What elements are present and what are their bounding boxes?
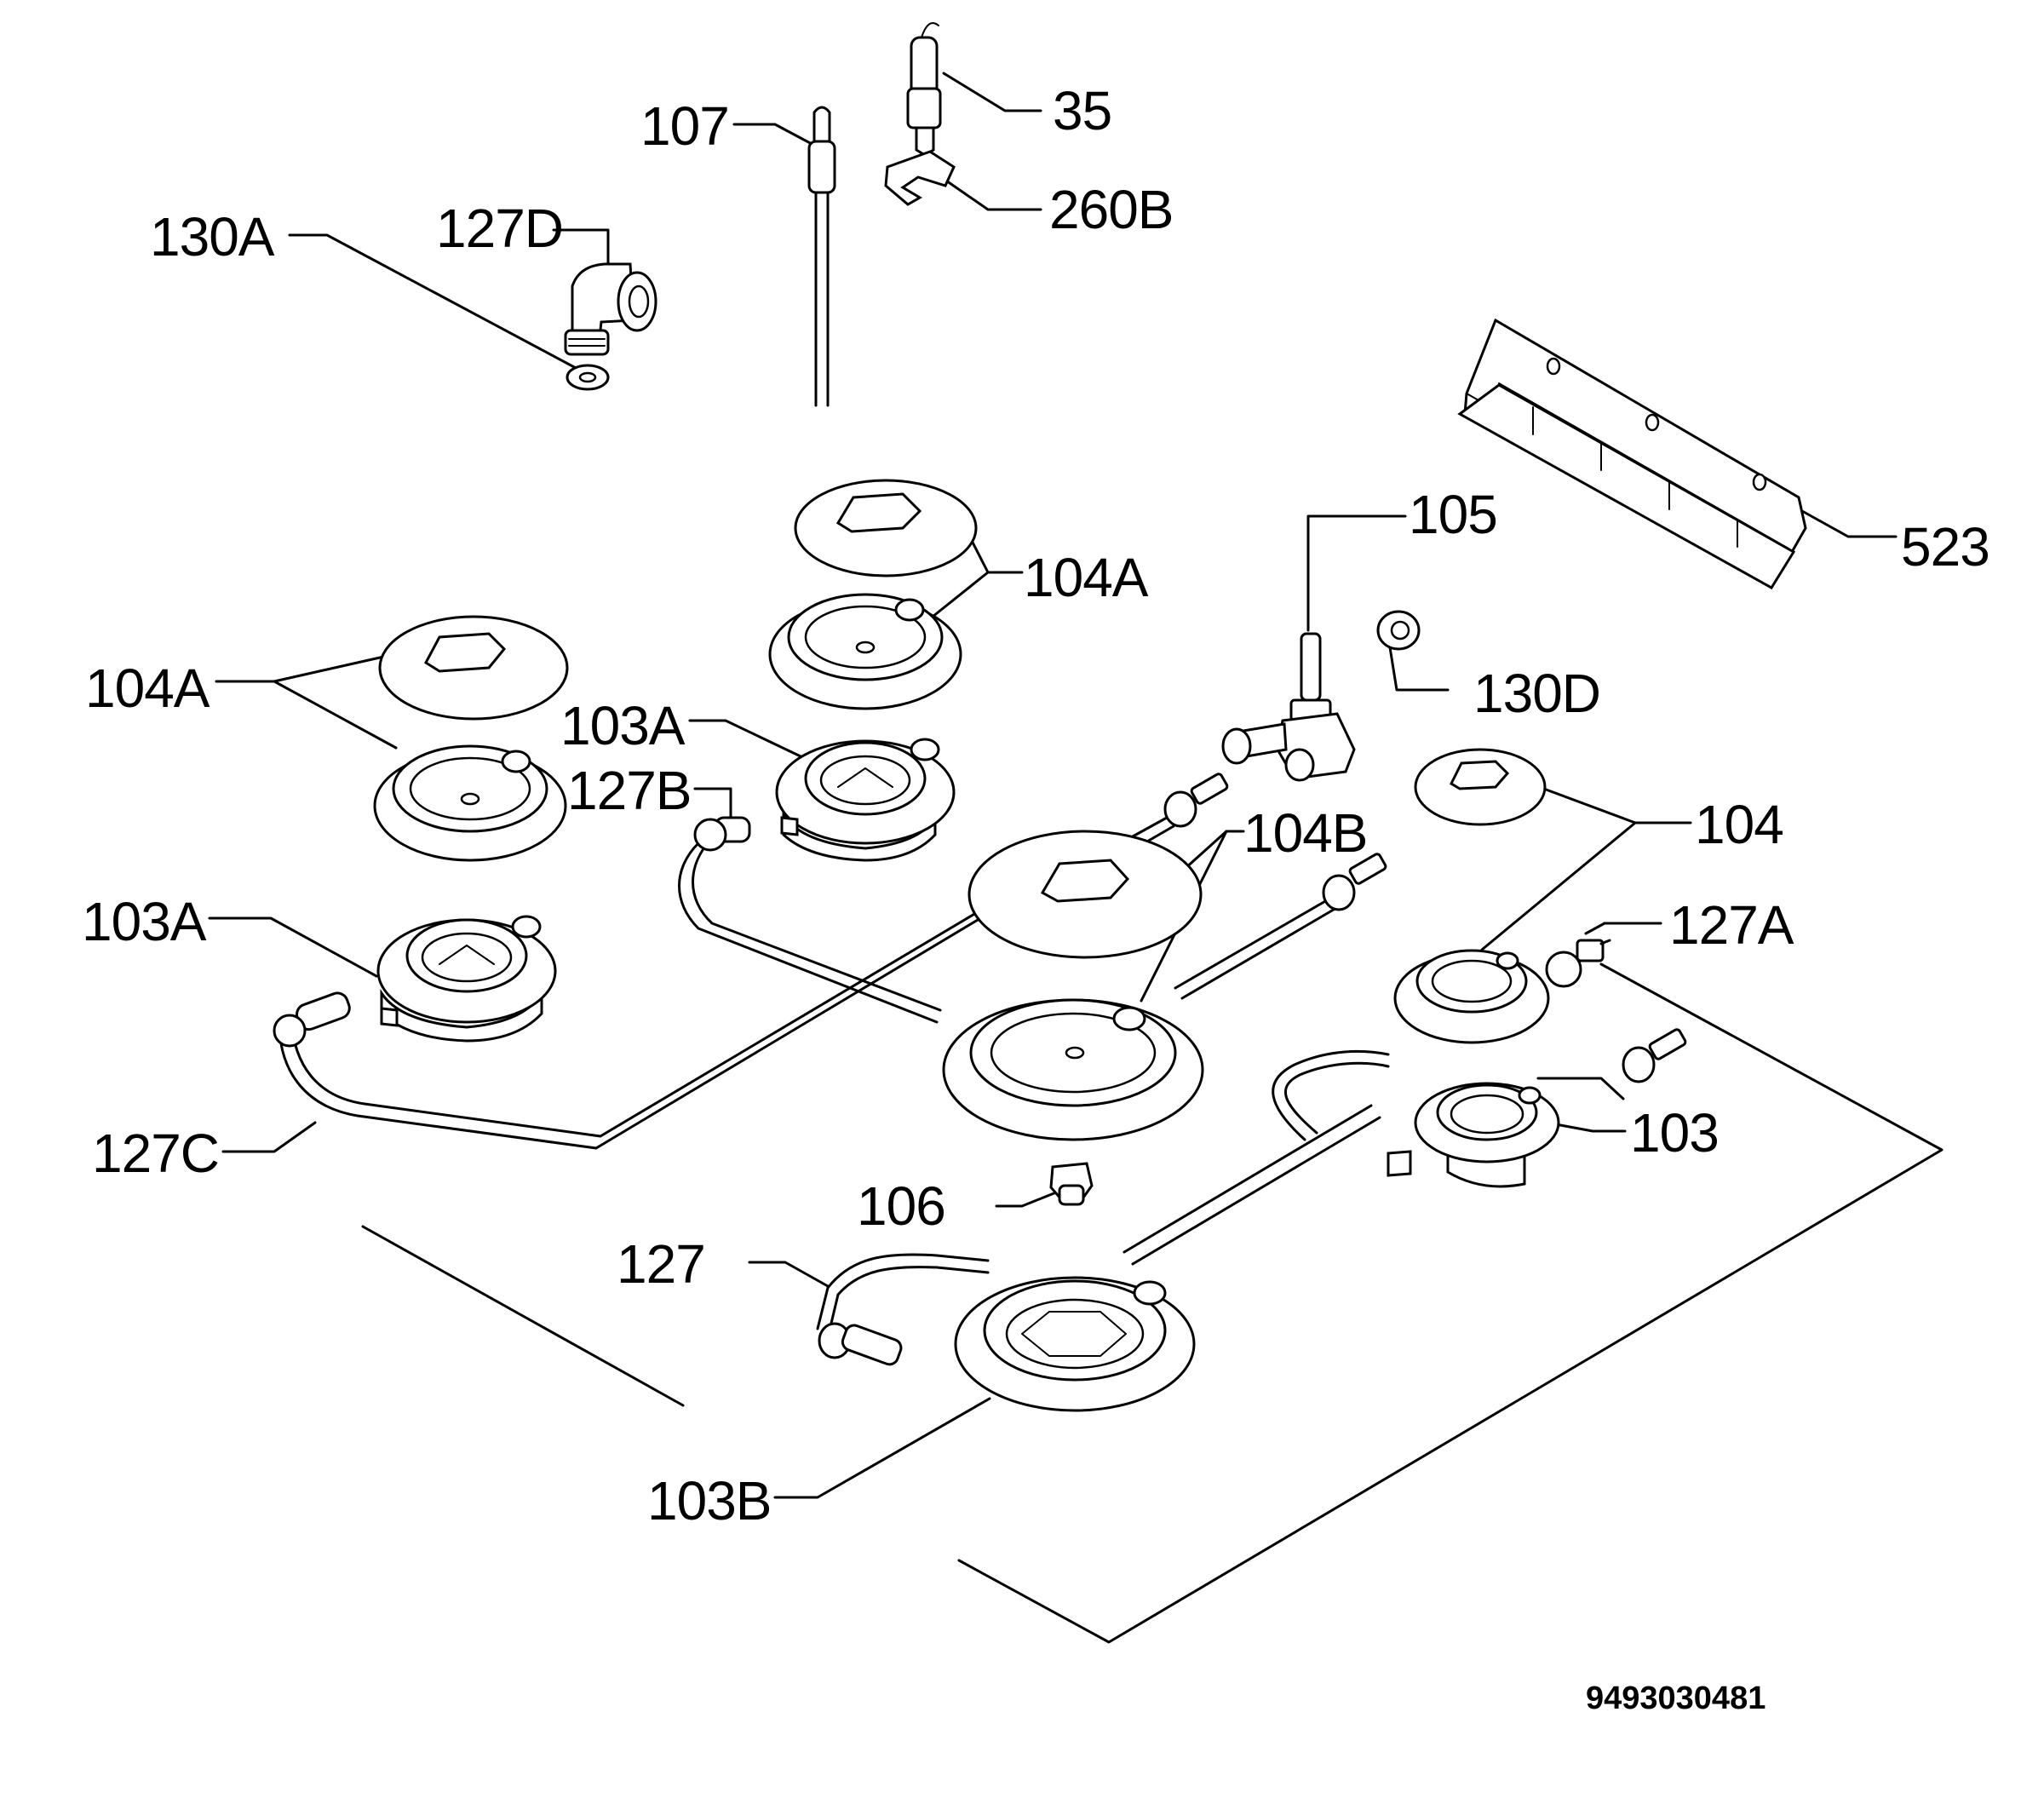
label-104b: 104B <box>1243 802 1367 864</box>
leader-lines <box>208 72 1898 1499</box>
label-260b: 260B <box>1049 179 1173 240</box>
injector-106 <box>1049 1162 1094 1206</box>
injector-stubs <box>1163 773 1687 1083</box>
washer-130a <box>566 364 610 391</box>
connector-127b <box>693 816 751 852</box>
burner-base-103 <box>1387 1082 1560 1188</box>
label-127a: 127A <box>1669 894 1794 956</box>
label-127c: 127C <box>92 1123 219 1184</box>
label-106: 106 <box>857 1175 945 1237</box>
burner-cap-104b <box>967 830 1203 959</box>
burner-head-104 <box>1393 949 1550 1044</box>
label-103b: 103B <box>647 1470 771 1531</box>
washer-130d <box>1376 610 1421 651</box>
burner-base-103a-mid <box>775 738 956 862</box>
burner-base-103b <box>954 1276 1196 1412</box>
connector-127c <box>273 991 351 1048</box>
document-number: 9493030481 <box>1586 1680 1766 1716</box>
label-103a-mid: 103A <box>560 695 686 756</box>
ignition-plug-35 <box>906 22 942 157</box>
label-130a: 130A <box>150 206 275 267</box>
label-103: 103 <box>1630 1102 1719 1163</box>
gas-valve-105 <box>1221 632 1356 782</box>
burner-head-104a-top <box>768 593 962 710</box>
elbow-127d <box>564 262 657 356</box>
label-104: 104 <box>1695 794 1783 855</box>
clip-260b <box>884 150 956 206</box>
label-523: 523 <box>1901 516 1989 577</box>
label-127: 127 <box>617 1233 705 1295</box>
burner-cap-104a-left <box>378 615 569 721</box>
burner-cap-104 <box>1414 748 1547 826</box>
connector-127 <box>818 1322 903 1366</box>
label-130d: 130D <box>1473 663 1600 724</box>
connector-127a <box>1545 939 1611 988</box>
burner-head-104a-left <box>373 744 567 862</box>
bracket-523 <box>1457 318 1807 590</box>
label-105: 105 <box>1409 484 1497 545</box>
burner-cap-104a-top <box>794 479 978 577</box>
label-127d: 127D <box>436 198 563 259</box>
hob-outline <box>361 962 1944 1644</box>
label-107: 107 <box>640 95 729 157</box>
label-127b: 127B <box>567 760 691 821</box>
label-104a-top: 104A <box>1024 547 1149 608</box>
part-labels: 35 107 260B 130A 127D 105 523 104A 130D … <box>82 80 1990 1531</box>
label-35: 35 <box>1053 80 1111 141</box>
label-103a-left: 103A <box>82 891 207 952</box>
label-104a-left: 104A <box>85 658 210 719</box>
burner-head-104b <box>942 998 1204 1141</box>
thermocouple-107 <box>807 106 836 407</box>
burner-base-103a-left <box>376 915 557 1043</box>
